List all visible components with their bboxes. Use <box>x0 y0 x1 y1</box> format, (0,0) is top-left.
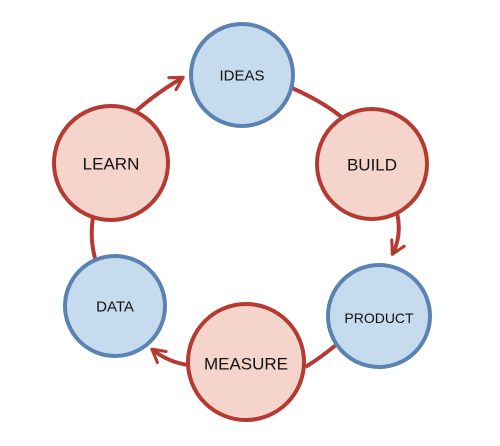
node-product-circle <box>326 263 432 369</box>
connector-measure-data <box>153 350 190 367</box>
node-learn-circle <box>52 104 170 222</box>
node-data-circle <box>63 254 167 358</box>
node-measure: MEASURE <box>186 302 306 422</box>
node-learn-label: LEARN <box>83 155 140 174</box>
node-build-circle <box>315 107 429 221</box>
node-ideas: IDEAS <box>189 22 295 128</box>
node-data-label: DATA <box>96 299 134 316</box>
node-learn: LEARN <box>52 104 170 222</box>
node-ideas-label: IDEAS <box>219 68 264 85</box>
node-build: BUILD <box>315 107 429 221</box>
node-ideas-circle <box>189 22 295 128</box>
connector-build-product <box>393 211 399 253</box>
node-build-label: BUILD <box>347 156 397 175</box>
node-data: DATA <box>63 254 167 358</box>
connector-product-measure <box>305 343 338 368</box>
node-measure-circle <box>186 302 306 422</box>
node-measure-label: MEASURE <box>204 355 288 374</box>
connector-learn-ideas <box>133 78 182 114</box>
node-product-label: PRODUCT <box>344 310 414 326</box>
node-product: PRODUCT <box>326 263 432 369</box>
